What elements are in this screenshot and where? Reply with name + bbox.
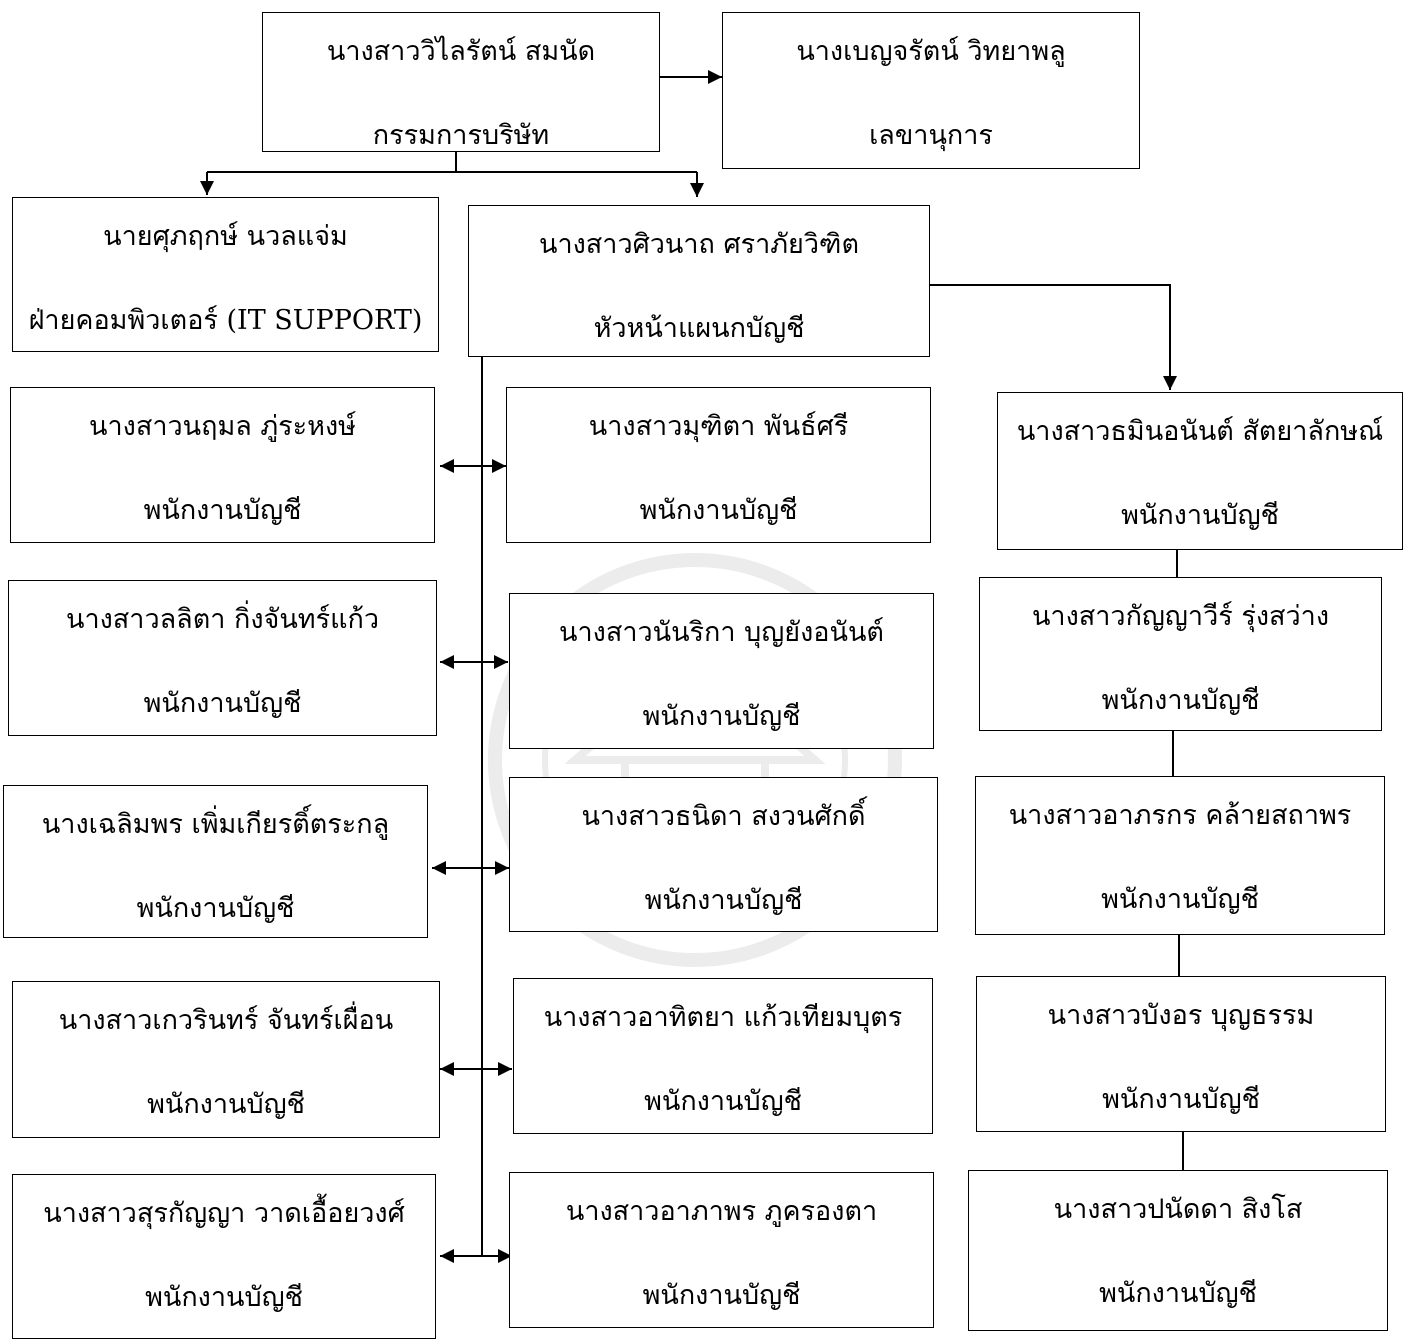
node-secretary-name: นางเบญจรัตน์ วิทยาพลู xyxy=(796,36,1066,67)
node-m4-name: นางสาวอาทิตยา แก้วเทียมบุตร xyxy=(543,1002,903,1033)
node-l2: นางสาวลลิตา กิ่งจันทร์แก้ว พนักงานบัญชี xyxy=(8,580,437,736)
node-r1: นางสาวธมินอนันต์ สัตยาลักษณ์ พนักงานบัญช… xyxy=(997,392,1403,550)
node-m1-name: นางสาวมุฑิตา พันธ์ศรี xyxy=(588,411,849,442)
edge-head-to-right xyxy=(930,284,1177,390)
node-it-name: นายศุภฤกษ์ นวลแจ่ม xyxy=(103,221,348,252)
node-l1-role: พนักงานบัญชี xyxy=(143,495,302,526)
node-l4-role: พนักงานบัญชี xyxy=(147,1089,305,1120)
node-r3-name: นางสาวอาภรกร คล้ายสถาพร xyxy=(1008,800,1352,831)
node-l4: นางสาวเกวรินทร์ จันทร์เผื่อน พนักงานบัญช… xyxy=(12,981,440,1138)
node-r2: นางสาวกัญญาวีร์ รุ่งสว่าง พนักงานบัญชี xyxy=(979,577,1382,731)
node-r2-role: พนักงานบัญชี xyxy=(1101,685,1260,716)
node-r3-role: พนักงานบัญชี xyxy=(1101,884,1259,915)
node-r3: นางสาวอาภรกร คล้ายสถาพร พนักงานบัญชี xyxy=(975,776,1385,935)
node-l5-name: นางสาวสุรกัญญา วาดเอื้อยวงศ์ xyxy=(43,1198,405,1229)
node-r4: นางสาวบังอร บุญธรรม พนักงานบัญชี xyxy=(976,976,1386,1132)
node-m3-name: นางสาวธนิดา สงวนศักดิ์ xyxy=(581,801,866,832)
node-m3: นางสาวธนิดา สงวนศักดิ์ พนักงานบัญชี xyxy=(509,777,938,932)
node-l1: นางสาวนฤมล ภู่ระหงษ์ พนักงานบัญชี xyxy=(10,387,435,543)
node-l3-role: พนักงานบัญชี xyxy=(136,893,295,924)
node-m5-role: พนักงานบัญชี xyxy=(642,1280,801,1311)
node-secretary: นางเบญจรัตน์ วิทยาพลู เลขานุการ xyxy=(722,12,1140,169)
node-m1-role: พนักงานบัญชี xyxy=(639,495,798,526)
node-secretary-role: เลขานุการ xyxy=(869,120,993,151)
node-r4-name: นางสาวบังอร บุญธรรม xyxy=(1047,1000,1315,1031)
node-it-role: ฝ่ายคอมพิวเตอร์ (IT SUPPORT) xyxy=(28,305,423,336)
node-it: นายศุภฤกษ์ นวลแจ่ม ฝ่ายคอมพิวเตอร์ (IT S… xyxy=(12,197,439,352)
node-l2-role: พนักงานบัญชี xyxy=(143,688,302,719)
node-l1-name: นางสาวนฤมล ภู่ระหงษ์ xyxy=(89,411,356,442)
node-m2-name: นางสาวนันริกา บุญยังอนันต์ xyxy=(559,617,884,648)
node-director-role: กรรมการบริษัท xyxy=(372,120,550,151)
node-r5-role: พนักงานบัญชี xyxy=(1099,1278,1257,1309)
node-director: นางสาววิไลรัตน์ สมนัด กรรมการบริษัท xyxy=(262,12,660,152)
node-l4-name: นางสาวเกวรินทร์ จันทร์เผื่อน xyxy=(58,1005,394,1036)
node-r4-role: พนักงานบัญชี xyxy=(1102,1084,1260,1115)
node-head-name: นางสาวศิวนาถ ศราภัยวิฑิต xyxy=(539,229,859,260)
node-m5: นางสาวอาภาพร ภูครองตา พนักงานบัญชี xyxy=(509,1172,934,1328)
node-l3: นางเฉลิมพร เพิ่มเกียรติ์ตระกลู พนักงานบั… xyxy=(3,785,428,938)
node-l5-role: พนักงานบัญชี xyxy=(145,1282,303,1313)
node-m2-role: พนักงานบัญชี xyxy=(642,701,801,732)
node-r1-role: พนักงานบัญชี xyxy=(1121,500,1279,531)
node-m2: นางสาวนันริกา บุญยังอนันต์ พนักงานบัญชี xyxy=(509,593,934,749)
node-l5: นางสาวสุรกัญญา วาดเอื้อยวงศ์ พนักงานบัญช… xyxy=(12,1174,436,1339)
node-head-role: หัวหน้าแผนกบัญชี xyxy=(593,313,805,344)
node-director-name: นางสาววิไลรัตน์ สมนัด xyxy=(326,36,596,67)
node-head: นางสาวศิวนาถ ศราภัยวิฑิต หัวหน้าแผนกบัญช… xyxy=(468,205,930,357)
node-m1: นางสาวมุฑิตา พันธ์ศรี พนักงานบัญชี xyxy=(506,387,931,543)
node-m4-role: พนักงานบัญชี xyxy=(644,1086,802,1117)
node-m4: นางสาวอาทิตยา แก้วเทียมบุตร พนักงานบัญชี xyxy=(513,978,933,1134)
node-r2-name: นางสาวกัญญาวีร์ รุ่งสว่าง xyxy=(1031,601,1330,632)
node-r5: นางสาวปนัดดา สิงโส พนักงานบัญชี xyxy=(968,1170,1388,1331)
node-m5-name: นางสาวอาภาพร ภูครองตา xyxy=(565,1196,878,1227)
node-l3-name: นางเฉลิมพร เพิ่มเกียรติ์ตระกลู xyxy=(41,809,390,840)
node-r1-name: นางสาวธมินอนันต์ สัตยาลักษณ์ xyxy=(1016,416,1384,447)
node-l2-name: นางสาวลลิตา กิ่งจันทร์แก้ว xyxy=(66,604,379,635)
node-r5-name: นางสาวปนัดดา สิงโส xyxy=(1053,1194,1303,1225)
node-m3-role: พนักงานบัญชี xyxy=(644,885,803,916)
